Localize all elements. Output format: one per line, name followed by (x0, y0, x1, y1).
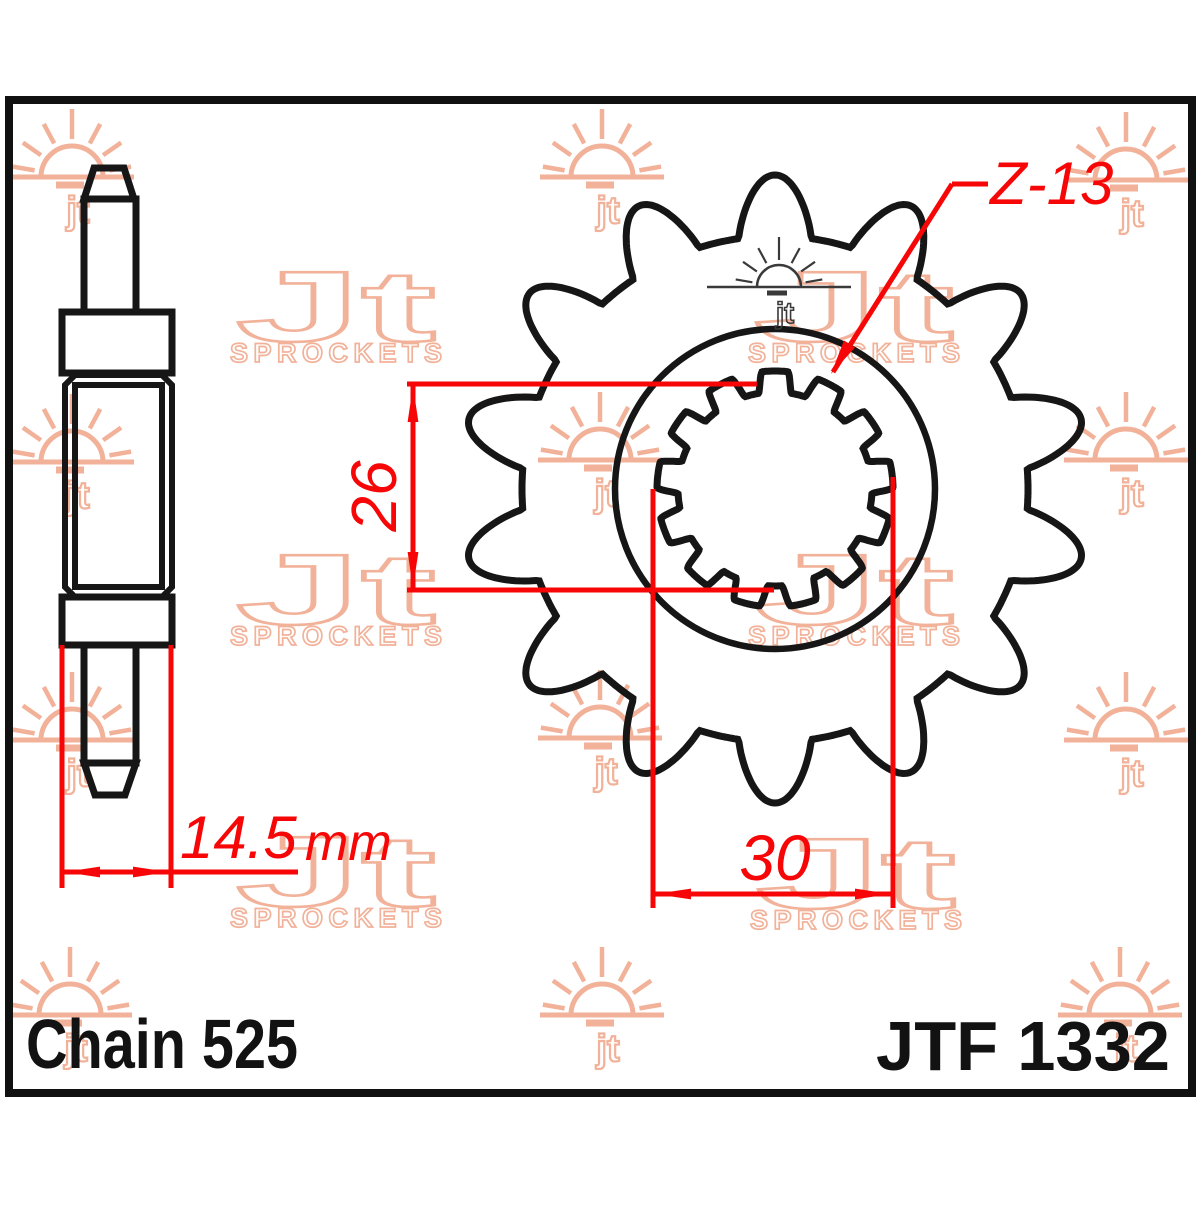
dim-spline-value: 30 (739, 822, 811, 894)
hub-body-inner-wall (72, 382, 165, 590)
sprocket-side-view (58, 164, 176, 799)
labels-layer: Chain 525 JTF 1332 (26, 1005, 1170, 1085)
arrow-right-icon (855, 888, 891, 900)
jt-sun-logo-dark-icon: jt (707, 237, 851, 331)
sun-watermark-icon (1064, 672, 1188, 795)
dim-hub-width-value: 14.5 (180, 804, 297, 871)
dim-hub-width-unit: mm (305, 814, 392, 872)
flange-top-section (58, 308, 176, 377)
chain-size-label: Chain 525 (26, 1005, 298, 1083)
sprocket-teeth-outline (464, 171, 1086, 807)
teeth-leader-lines (830, 181, 988, 374)
dim-bore-lines (407, 381, 774, 593)
hub-circle (611, 325, 939, 653)
arrow-down-icon (407, 552, 419, 588)
sprocket-front-view: jt (464, 171, 1086, 807)
spline-bore-outline (653, 367, 897, 610)
arrow-left-icon (655, 888, 691, 900)
sun-watermark-icon (538, 392, 662, 515)
dimension-layer: 14.5 mm 26 30 Z-13 (59, 150, 1113, 908)
sun-watermark-icon (1064, 392, 1188, 515)
sun-watermark-icon (10, 672, 134, 795)
dim-bore-value: 26 (338, 460, 410, 533)
shaft-top-chamfer (79, 164, 139, 203)
arrow-left-icon (64, 866, 100, 878)
jt-monogram-dark: jt (775, 297, 794, 330)
arrow-up-icon (407, 386, 419, 422)
shaft-bottom-chamfer (79, 759, 141, 799)
dim-spline-lines (650, 477, 896, 908)
arrow-right-icon (133, 866, 169, 878)
drawing-frame (5, 96, 1196, 1097)
dim-hub-width-lines (59, 645, 298, 888)
shaft-top-section (80, 195, 140, 316)
sun-watermark-icon (540, 109, 664, 232)
hub-body-outline (62, 372, 175, 600)
teeth-count-label: Z-13 (988, 150, 1113, 217)
jt-sprockets-logo-watermark (228, 249, 444, 370)
flange-bottom-section (58, 593, 176, 649)
sun-watermark-icon (540, 947, 664, 1070)
arrow-leader-icon (831, 340, 855, 374)
part-number-label: JTF 1332 (876, 1007, 1170, 1085)
